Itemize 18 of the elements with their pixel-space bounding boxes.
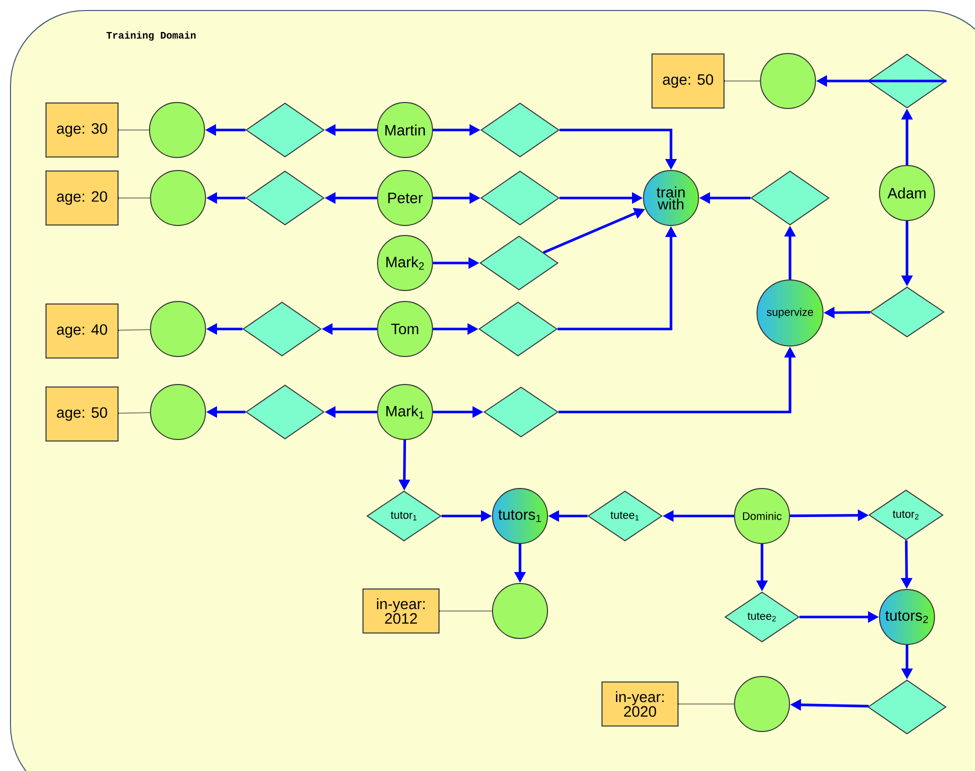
entity-circle [760, 53, 816, 109]
connector-line [724, 80, 760, 82]
attribute-box: age: 20 [46, 170, 118, 226]
entity-circle [734, 676, 790, 732]
attribute-box: age: 50 [46, 386, 118, 442]
attribute-box: in-year: 2020 [602, 682, 678, 726]
entity-circle [150, 301, 206, 357]
attribute-box: in-year: 2012 [362, 588, 440, 634]
connector-line [118, 329, 151, 331]
entity-circle [150, 170, 206, 226]
entity-circle [150, 384, 206, 440]
attribute-box: age: 50 [652, 54, 724, 108]
entity-circle [149, 102, 205, 158]
attribute-box: age: 30 [46, 102, 118, 158]
connector-line [439, 610, 492, 612]
entity-circle [492, 583, 548, 639]
attribute-box: age: 40 [46, 304, 118, 358]
connector-line [118, 412, 151, 414]
